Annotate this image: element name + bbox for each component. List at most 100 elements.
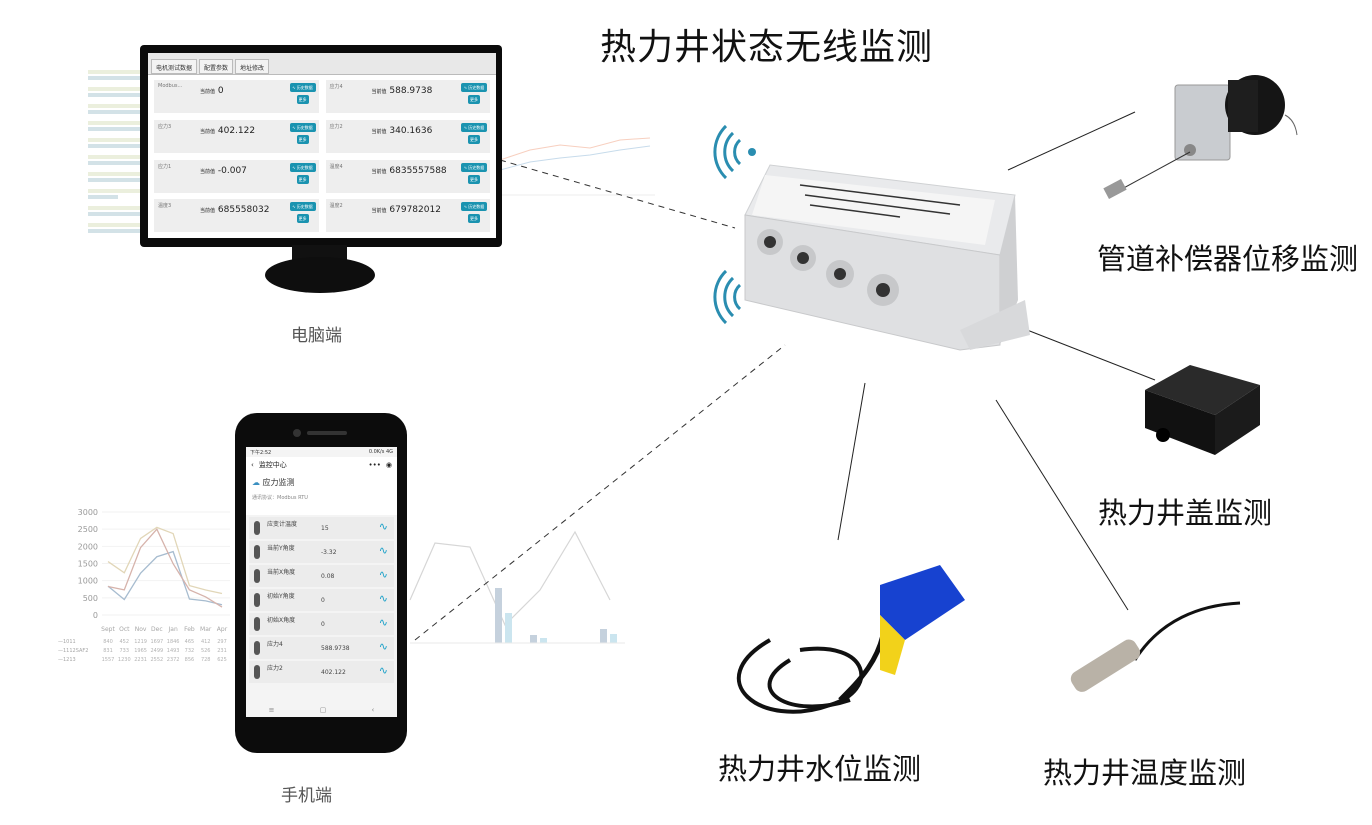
more-button[interactable]: 更多 <box>296 95 309 104</box>
bar <box>495 588 502 643</box>
sensor-name: 初始Y角度 <box>267 593 295 600</box>
card-name: 应力3 <box>158 123 172 130</box>
more-button[interactable]: 更多 <box>468 134 480 144</box>
table-cell: 2372 <box>167 657 180 663</box>
y-tick-label: 2000 <box>78 542 98 551</box>
history-button[interactable]: ∿ 历史数据 <box>461 83 487 92</box>
history-button[interactable]: ∿ 历史数据 <box>289 122 316 132</box>
y-tick-label: 500 <box>83 594 98 603</box>
more-button[interactable]: 更多 <box>468 174 480 184</box>
table-cell: 733 <box>120 648 130 654</box>
more-button[interactable]: 更多 <box>296 174 309 184</box>
bar <box>88 138 143 142</box>
sensor-value: 588.9738 <box>321 645 350 652</box>
trend-icon[interactable]: ∿ <box>378 616 388 629</box>
x-tick-label: Oct <box>119 626 130 633</box>
bar <box>88 161 143 165</box>
table-cell: 1230 <box>118 657 131 663</box>
table-cell: 728 <box>201 657 211 663</box>
history-button[interactable]: ∿ 历史数据 <box>461 202 487 212</box>
more-button[interactable]: 更多 <box>296 214 309 224</box>
sensor-value: 402.122 <box>321 669 346 676</box>
tab-1[interactable]: 配置参数 <box>199 59 234 74</box>
history-button[interactable]: ∿ 历史数据 <box>289 83 316 92</box>
history-button[interactable]: ∿ 历史数据 <box>461 162 487 172</box>
table-cell: 2552 <box>150 657 163 663</box>
y-tick-label: 2500 <box>78 525 98 534</box>
sensor-name: 应力2 <box>267 665 283 672</box>
menu-icon[interactable]: ≡ <box>268 706 275 714</box>
bar <box>88 70 143 74</box>
displacement-sensor-image <box>1103 75 1298 199</box>
table-cell: 1697 <box>150 639 163 645</box>
bar <box>530 635 537 643</box>
trend-icon[interactable]: ∿ <box>378 544 388 557</box>
table-cell: 831 <box>103 648 113 654</box>
bar <box>88 144 143 148</box>
card-value: 当前值 679782012 <box>371 205 441 216</box>
manhole-cover-label: 热力井盖监测 <box>1098 496 1273 530</box>
x-tick-label: Nov <box>135 626 147 633</box>
thermometer-icon <box>254 545 260 559</box>
sensor-row[interactable]: 当前Y角度-3.32∿ <box>249 541 394 563</box>
sensor-value: 15 <box>321 525 329 532</box>
line-chart-bg-top <box>499 137 655 196</box>
table-cell: 1557 <box>102 657 115 663</box>
card-name: 温度2 <box>329 203 343 210</box>
phone-screen: 下午2:52 0.0K/s 4G ‹ 监控中心 ••• ◉ ☁ 应力监测 通讯协… <box>246 447 397 717</box>
home-icon[interactable]: ▢ <box>319 706 327 714</box>
history-button[interactable]: ∿ 历史数据 <box>461 122 487 132</box>
pipe-displacement-label: 管道补偿器位移监测 <box>1097 242 1359 276</box>
thermometer-icon <box>254 521 260 535</box>
table-cell: 465 <box>185 639 195 645</box>
history-button[interactable]: ∿ 历史数据 <box>289 162 316 172</box>
sensor-card: Modbus...当前值 0∿ 历史数据更多 <box>154 80 319 113</box>
trend-icon[interactable]: ∿ <box>378 568 388 581</box>
thermometer-icon <box>254 569 260 583</box>
trend-icon[interactable]: ∿ <box>378 640 388 653</box>
more-icon[interactable]: ••• <box>368 461 381 469</box>
eye-icon[interactable]: ◉ <box>385 461 392 469</box>
x-tick-label: Apr <box>217 626 228 633</box>
bar <box>505 613 512 643</box>
history-button[interactable]: ∿ 历史数据 <box>289 202 316 212</box>
temperature-probe-image <box>1070 601 1241 692</box>
sensor-row[interactable]: 应力2 402.122 ∿ <box>249 661 394 683</box>
tab-2[interactable]: 地址修改 <box>235 59 270 74</box>
trend-icon[interactable]: ∿ <box>378 592 388 605</box>
bar <box>88 212 143 216</box>
card-name: 温度4 <box>329 163 343 170</box>
sensor-name: 当前X角度 <box>267 569 296 576</box>
thermometer-icon <box>254 665 260 679</box>
more-button[interactable]: 更多 <box>296 134 309 144</box>
trend-icon[interactable]: ∿ <box>378 664 388 677</box>
trend-icon[interactable]: ∿ <box>378 520 388 533</box>
more-button[interactable]: 更多 <box>468 214 480 224</box>
back-nav-icon[interactable]: ‹ <box>371 706 375 714</box>
legend-label: —1011 <box>58 639 76 645</box>
gateway-device-image <box>744 164 1030 351</box>
more-button[interactable]: 更多 <box>468 95 480 104</box>
tab-0[interactable]: 电机测试数据 <box>151 59 198 74</box>
combo-chart-bg <box>409 530 625 644</box>
device-title: 应力监测 <box>262 478 295 487</box>
y-tick-label: 3000 <box>78 508 98 517</box>
back-icon[interactable]: ‹ <box>251 461 254 469</box>
device-protocol: 通讯协议：Modbus RTU <box>252 495 308 501</box>
sensor-value: 0 <box>321 621 325 628</box>
water-level-label: 热力井水位监测 <box>718 752 922 786</box>
card-value: 当前值 6835557588 <box>371 165 447 176</box>
link-water <box>837 382 866 541</box>
bar <box>88 87 143 91</box>
bar <box>88 121 143 125</box>
